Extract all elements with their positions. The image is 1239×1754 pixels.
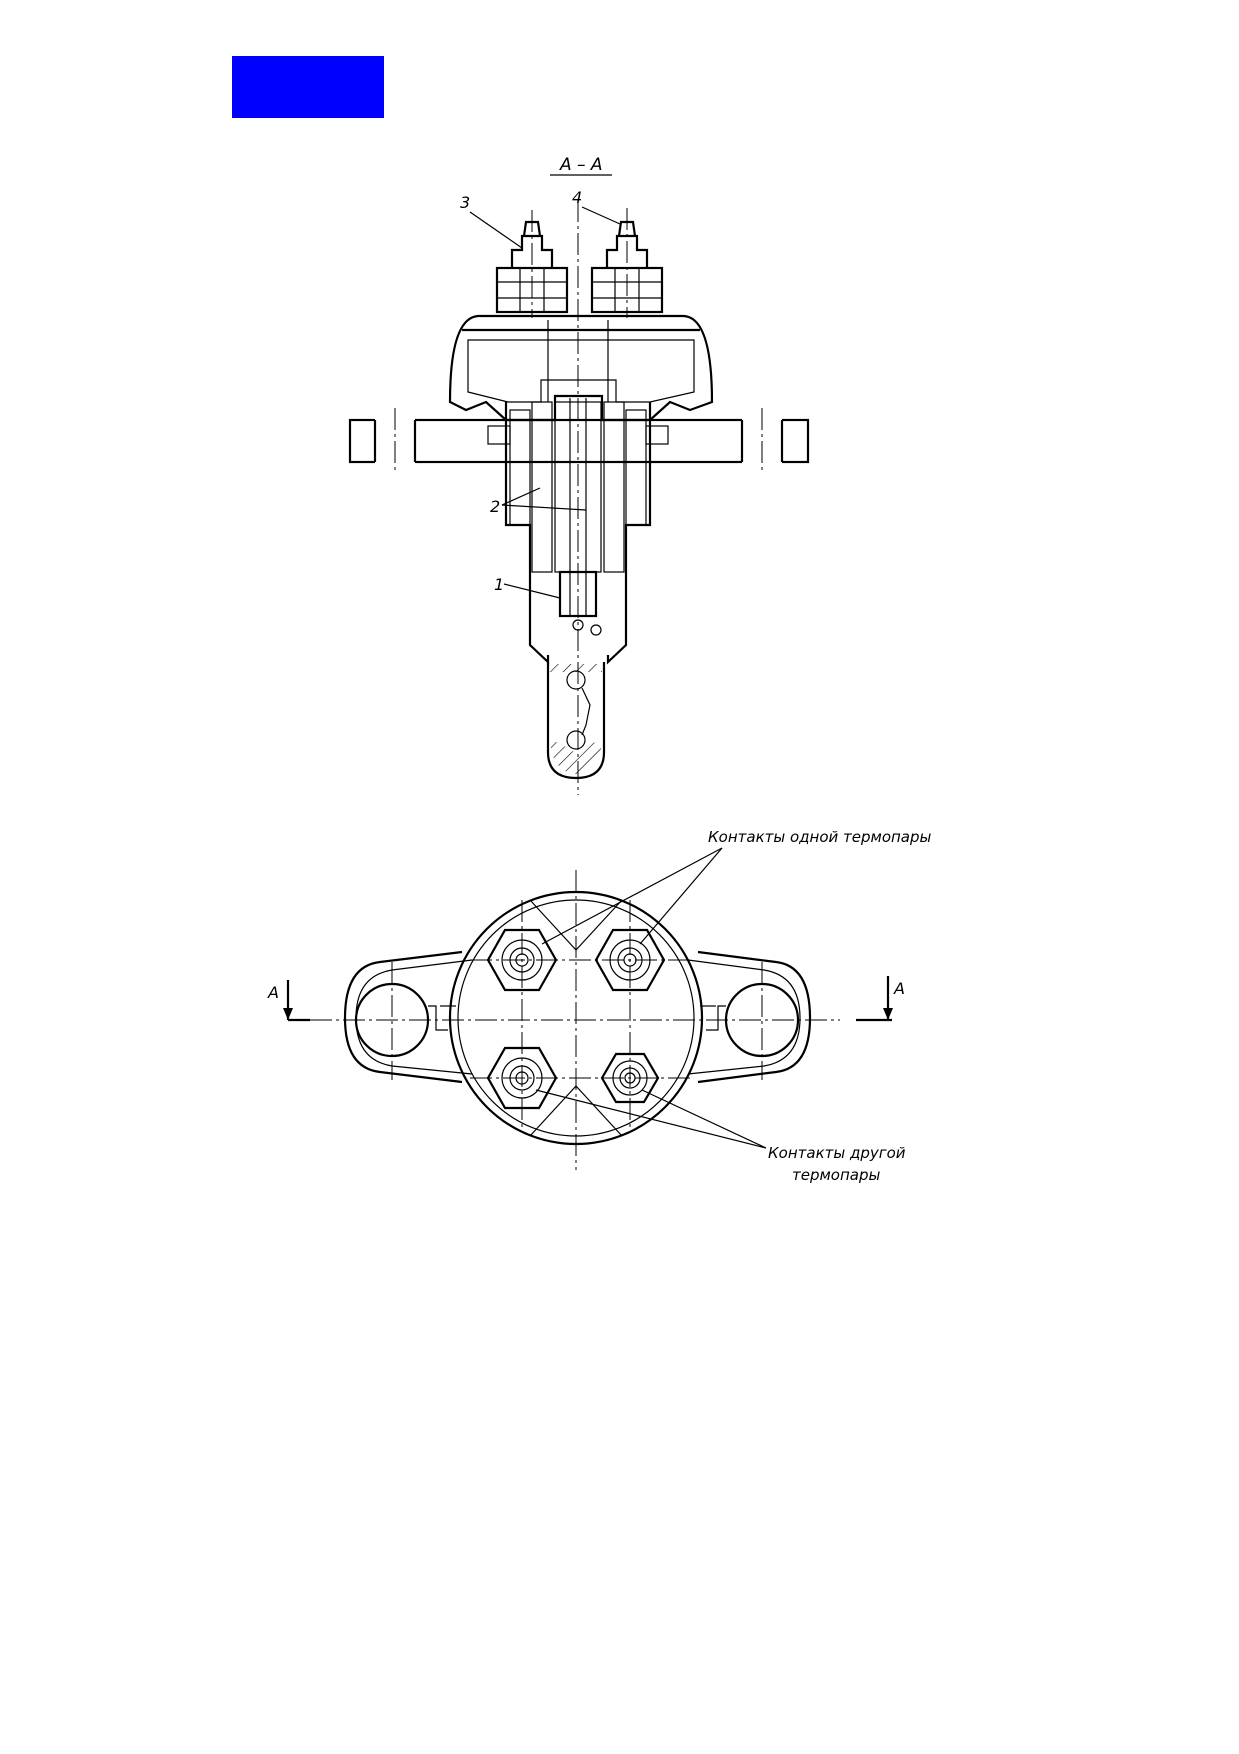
callout-3-leader xyxy=(469,211,523,249)
callout-2: 2 xyxy=(490,497,500,516)
callout-4: 4 xyxy=(572,188,582,207)
contact-bottom-left xyxy=(486,1046,558,1110)
label-other-thermocouple-1: Контакты другой xyxy=(768,1144,906,1162)
terminal-right xyxy=(590,208,664,318)
leader-one-b xyxy=(639,847,723,945)
label-other-thermocouple-2: термопары xyxy=(792,1166,881,1184)
head-housing xyxy=(448,314,714,445)
callout-2-leader-b xyxy=(501,504,587,511)
cut-mark-right-label: А xyxy=(893,979,905,998)
callout-1: 1 xyxy=(494,575,504,594)
label-one-thermocouple: Контакты одной термопары xyxy=(708,828,932,846)
callout-2-leader-a xyxy=(501,487,541,506)
probe-tip xyxy=(546,662,606,780)
callout-1-leader xyxy=(503,583,561,599)
leader-other-b xyxy=(641,1089,767,1149)
section-view: А – А xyxy=(348,155,810,795)
callout-4-leader xyxy=(581,206,621,225)
flange-ear-left xyxy=(343,950,463,1084)
leader-one-a xyxy=(541,847,723,945)
callout-3: 3 xyxy=(460,193,470,212)
flange-ear-right xyxy=(697,950,812,1084)
contact-bottom-right xyxy=(600,1052,660,1104)
section-title: А – А xyxy=(559,155,603,175)
terminal-left xyxy=(495,210,569,318)
leader-other-a xyxy=(535,1089,767,1149)
cut-mark-left-label: А xyxy=(267,983,279,1002)
mounting-flange xyxy=(348,408,810,474)
contact-top-left xyxy=(486,928,558,992)
stem-body xyxy=(504,320,652,665)
plan-view: А А Контакты одной термопары Контакты др… xyxy=(267,828,932,1184)
blue-corner-block xyxy=(232,56,384,118)
cut-mark-right: А xyxy=(856,976,905,1022)
contact-top-right xyxy=(594,928,666,992)
cut-mark-left: А xyxy=(267,980,310,1022)
